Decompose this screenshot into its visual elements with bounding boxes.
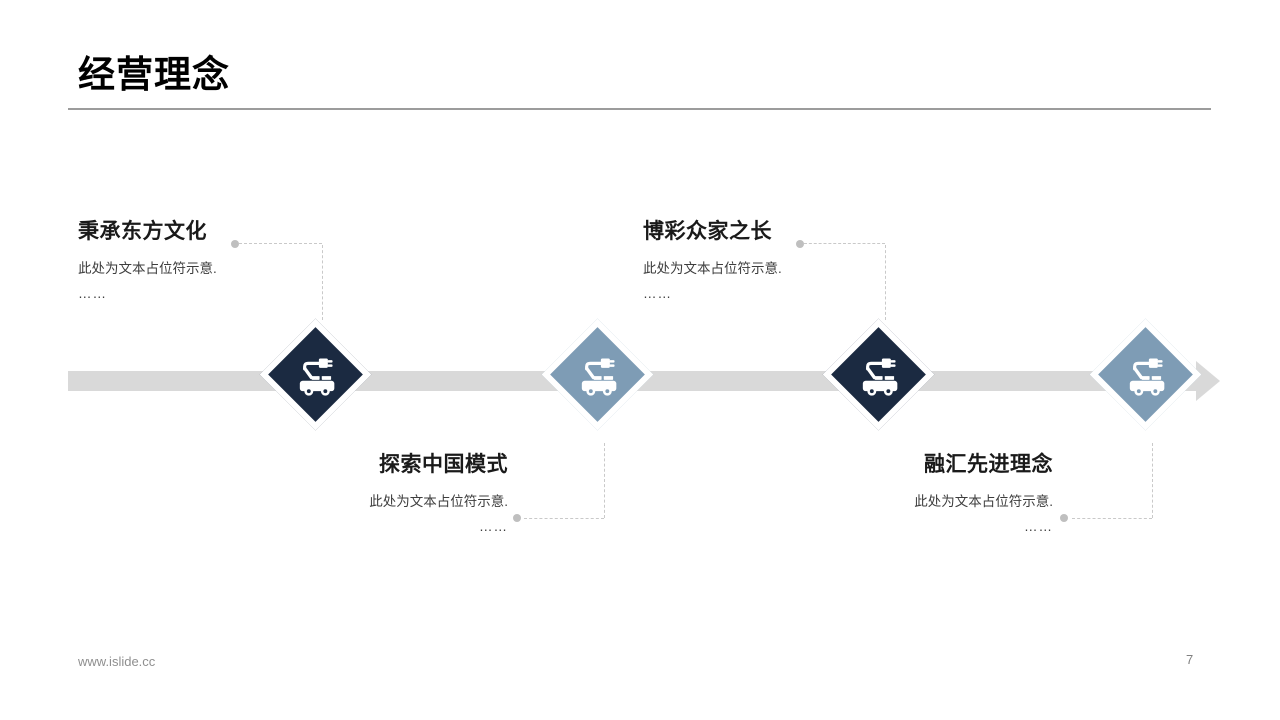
item-body: 此处为文本占位符示意. — [643, 261, 782, 276]
diamond-marker-3 — [822, 318, 935, 431]
diamond-inner — [282, 341, 349, 408]
connector-line-vertical — [1152, 443, 1153, 518]
page-title: 经营理念 — [78, 54, 230, 95]
connector-line-vertical — [885, 245, 886, 320]
item-body: 此处为文本占位符示意. — [78, 261, 217, 276]
item-ellipsis: …… — [479, 519, 508, 534]
connector-dot — [796, 240, 804, 248]
connector-line-horizontal — [1072, 518, 1152, 519]
item-body: 此处为文本占位符示意. — [914, 494, 1053, 509]
electric-car-icon — [1129, 357, 1164, 396]
item-ellipsis: …… — [1024, 519, 1053, 534]
diamond-marker-4 — [1089, 318, 1202, 431]
item-title: 秉承东方文化 — [78, 220, 207, 243]
footer-url: www.islide.cc — [78, 654, 156, 669]
connector-line-horizontal — [804, 243, 885, 244]
connector-dot — [1060, 514, 1068, 522]
timeline-arrow-icon — [1196, 361, 1220, 401]
connector-line-vertical — [322, 245, 323, 320]
diamond-inner — [564, 341, 631, 408]
diamond-marker-2 — [541, 318, 654, 431]
item-title: 博彩众家之长 — [643, 220, 772, 243]
item-4-text-block: 融汇先进理念 此处为文本占位符示意. …… — [773, 452, 1053, 536]
connector-dot — [513, 514, 521, 522]
electric-car-icon — [862, 357, 897, 396]
connector-line-vertical — [604, 443, 605, 518]
item-ellipsis: …… — [78, 286, 107, 301]
title-underline — [68, 108, 1211, 110]
connector-dot — [231, 240, 239, 248]
item-title: 探索中国模式 — [379, 453, 508, 476]
diamond-inner — [1112, 341, 1179, 408]
diamond-marker-1 — [259, 318, 372, 431]
connector-line-horizontal — [239, 243, 322, 244]
connector-line-horizontal — [524, 518, 604, 519]
electric-car-icon — [581, 357, 616, 396]
item-ellipsis: …… — [643, 286, 672, 301]
item-2-text-block: 探索中国模式 此处为文本占位符示意. …… — [228, 452, 508, 536]
page-number: 7 — [1186, 652, 1194, 667]
diamond-inner — [845, 341, 912, 408]
item-body: 此处为文本占位符示意. — [369, 494, 508, 509]
electric-car-icon — [299, 357, 334, 396]
item-3-text-block: 博彩众家之长 此处为文本占位符示意. …… — [643, 219, 923, 303]
item-1-text-block: 秉承东方文化 此处为文本占位符示意. …… — [78, 219, 358, 303]
item-title: 融汇先进理念 — [924, 453, 1053, 476]
